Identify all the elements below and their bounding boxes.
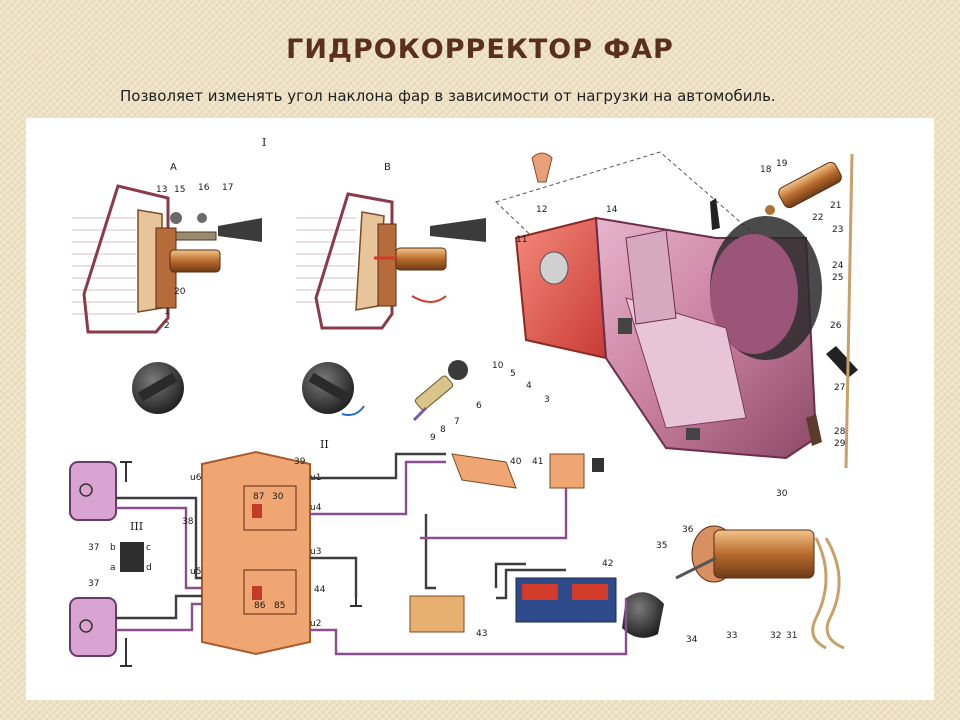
- diagram-panel: I II III А В: [26, 118, 934, 700]
- block-pin-u2: u2: [310, 619, 321, 629]
- section-label-2: II: [320, 438, 329, 451]
- callout-22: 22: [812, 213, 823, 223]
- callout-37a: 37: [88, 543, 99, 553]
- callout-42: 42: [602, 559, 613, 569]
- callout-14: 14: [606, 205, 618, 215]
- headlamp-left-top: [69, 461, 117, 521]
- relay-pin-30: 30: [272, 492, 284, 502]
- callout-26: 26: [830, 321, 842, 331]
- corrector-knob-b: [302, 362, 365, 416]
- callout-17: 17: [222, 183, 233, 193]
- section-label-3: III: [130, 520, 143, 533]
- headlamp-left-bottom: [69, 597, 117, 657]
- headlamp-assembly: [495, 151, 858, 460]
- halogen-lamp: [412, 360, 468, 422]
- callout-4: 4: [526, 381, 532, 391]
- slave-cylinder-knob: [622, 592, 664, 638]
- callout-30: 30: [776, 489, 788, 499]
- callout-33: 33: [726, 631, 737, 641]
- callout-34: 34: [686, 635, 698, 645]
- callout-6: 6: [476, 401, 482, 411]
- callout-12: 12: [536, 205, 547, 215]
- callout-15: 15: [174, 185, 185, 195]
- headlamp-section-view-b: [296, 192, 486, 330]
- callout-43: 43: [476, 629, 487, 639]
- section-label-1: I: [262, 136, 266, 149]
- callout-38: 38: [182, 517, 194, 527]
- callout-25: 25: [832, 273, 843, 283]
- block-pin-u3: u3: [310, 547, 321, 557]
- callout-27: 27: [834, 383, 845, 393]
- callout-2: 2: [164, 321, 170, 331]
- callout-41: 41: [532, 457, 543, 467]
- connector-pin-c: c: [146, 543, 151, 553]
- view-label-b: В: [384, 162, 391, 173]
- slave-cylinder: [675, 525, 845, 650]
- callout-7: 7: [454, 417, 460, 427]
- callout-21: 21: [830, 201, 841, 211]
- view-label-a: А: [170, 162, 177, 173]
- callout-35: 35: [656, 541, 667, 551]
- slide-subtitle: Позволяет изменять угол наклона фар в за…: [120, 87, 776, 105]
- block-pin-u6: u6: [190, 473, 202, 483]
- relay-pin-87: 87: [253, 492, 264, 502]
- callout-1: 1: [164, 307, 170, 317]
- ignition-relay: [549, 453, 585, 489]
- callout-9: 9: [430, 433, 436, 443]
- block-pin-u4: u4: [310, 503, 322, 513]
- relay-pin-85: 85: [274, 601, 285, 611]
- callout-31: 31: [786, 631, 797, 641]
- callout-24: 24: [832, 261, 844, 271]
- callout-20: 20: [174, 287, 186, 297]
- callout-5: 5: [510, 369, 516, 379]
- callout-16: 16: [198, 183, 210, 193]
- master-cylinder: [765, 153, 854, 469]
- callout-8: 8: [440, 425, 446, 435]
- callout-labels: 1 2 3 4 5 6 7 8 9 10 11 12 13 14 15 16 1…: [88, 159, 846, 645]
- connector-iii: [120, 542, 144, 572]
- callout-32: 32: [770, 631, 781, 641]
- callout-39: 39: [294, 457, 306, 467]
- callout-23: 23: [832, 225, 843, 235]
- callout-3: 3: [544, 395, 550, 405]
- callout-44: 44: [314, 585, 326, 595]
- callout-37b: 37: [88, 579, 99, 589]
- callout-19: 19: [776, 159, 788, 169]
- connector-pin-d: d: [146, 563, 152, 573]
- corrector-knob-a: [132, 362, 184, 414]
- connector-pin-b: b: [110, 543, 116, 553]
- callout-29: 29: [834, 439, 846, 449]
- headlamp-corrector-diagram: I II III А В: [69, 136, 858, 667]
- callout-13: 13: [156, 185, 167, 195]
- callout-40: 40: [510, 457, 522, 467]
- callout-10: 10: [492, 361, 504, 371]
- headlamp-section-view-a: [72, 184, 262, 334]
- relay-pin-86: 86: [254, 601, 266, 611]
- light-switch: [451, 453, 517, 489]
- callout-18: 18: [760, 165, 772, 175]
- fuse-relay-block: [201, 450, 311, 656]
- callout-28: 28: [834, 427, 846, 437]
- corrector-controller: [409, 595, 465, 633]
- wiring-diagram: a b c d 87 30 86 85 u6 u1 u4 u3 u2 u5: [69, 450, 628, 667]
- callout-36: 36: [682, 525, 694, 535]
- connector-pin-a: a: [110, 563, 116, 573]
- slide-title: ГИДРОКОРРЕКТОР ФАР: [286, 34, 674, 65]
- callout-11: 11: [516, 235, 527, 245]
